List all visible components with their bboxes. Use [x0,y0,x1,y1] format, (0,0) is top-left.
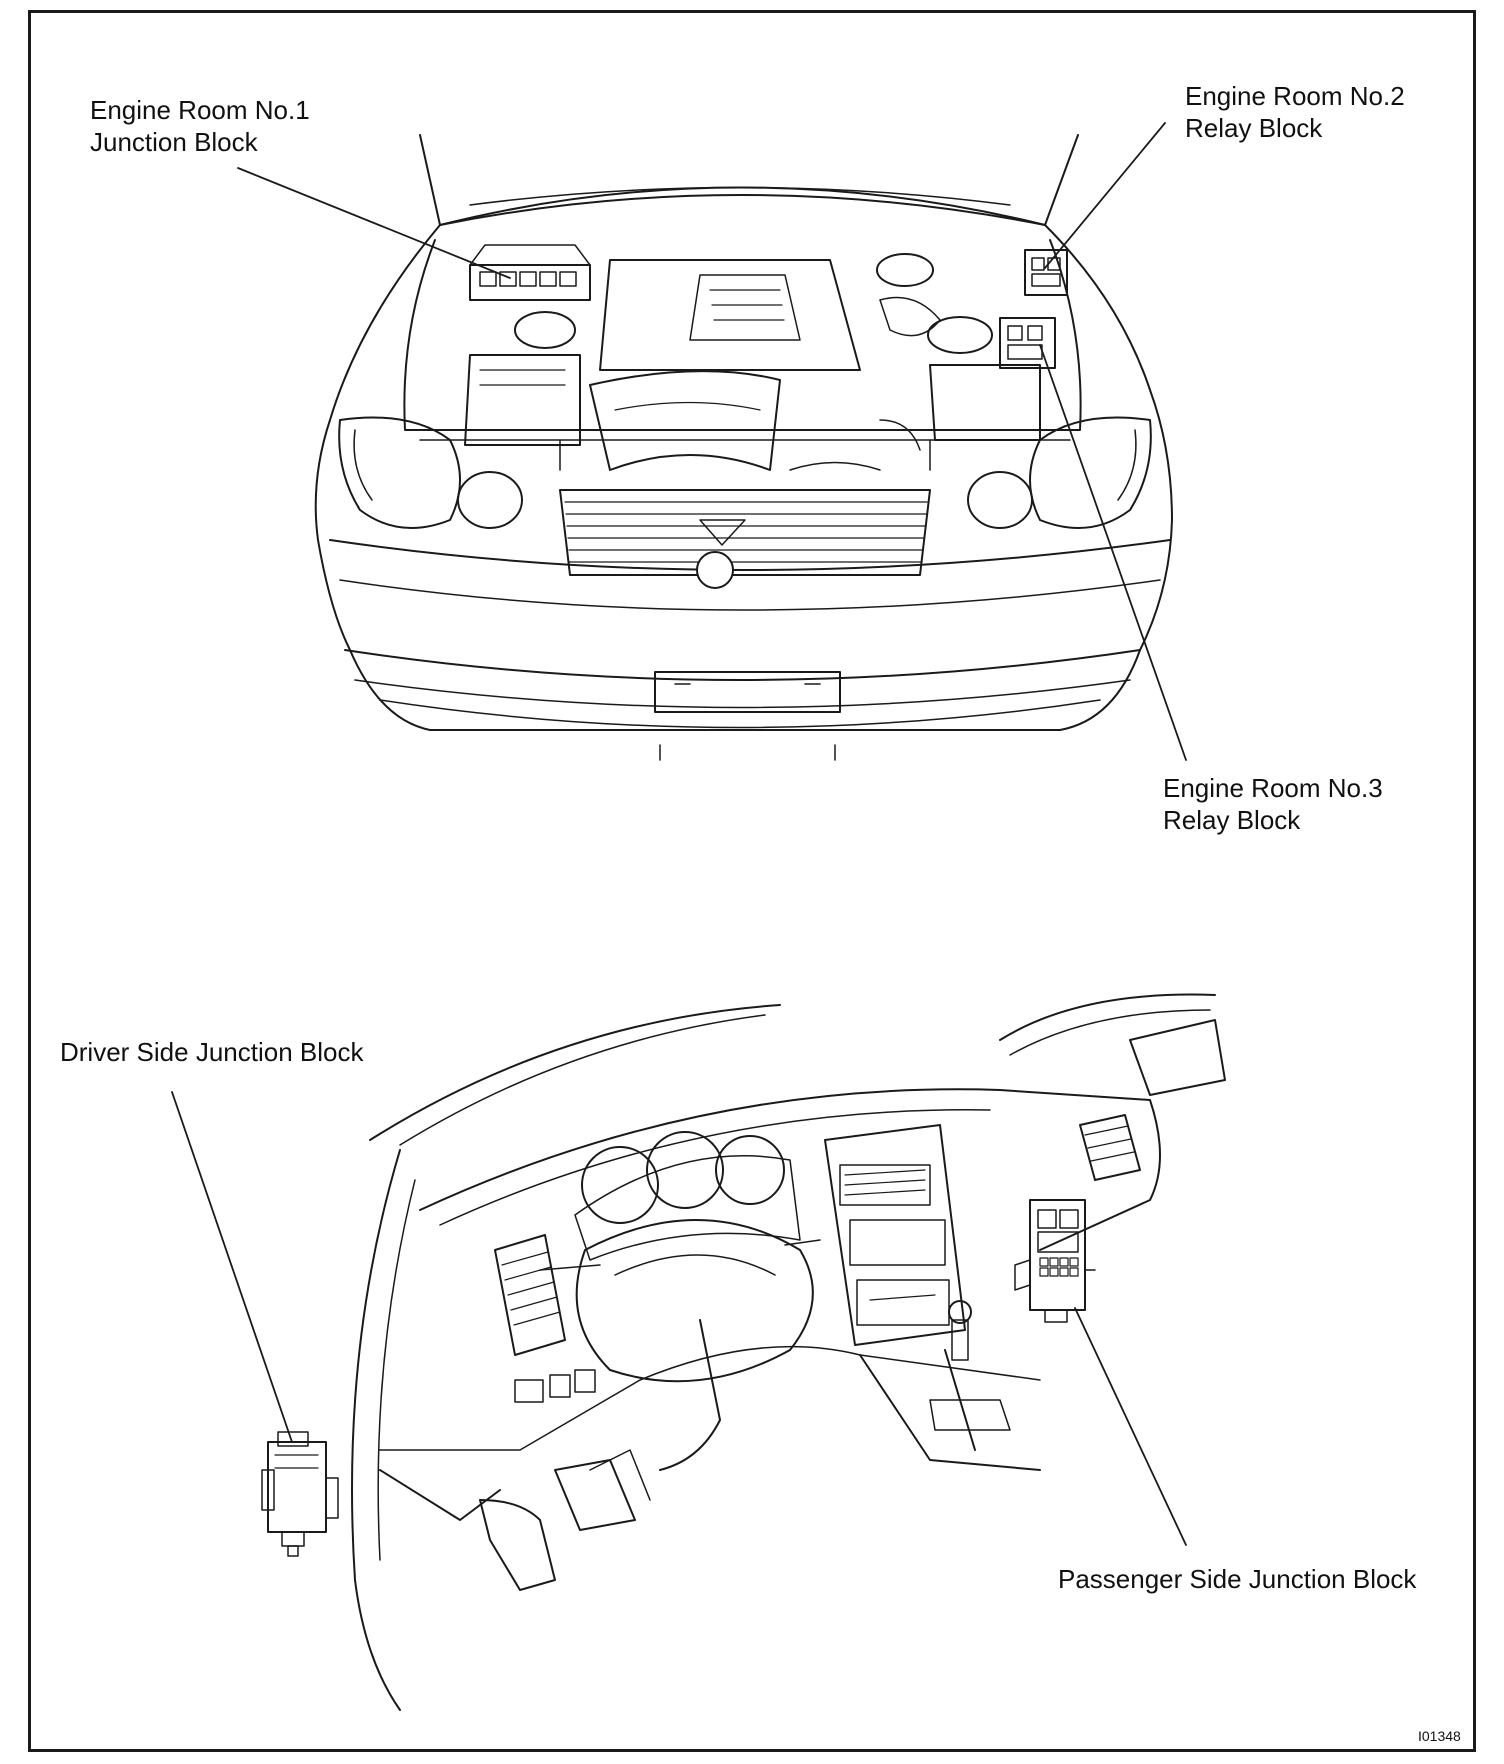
interior-dashboard-illustration [261,993,1226,1711]
label-engine-room-no3: Engine Room No.3 Relay Block [1163,772,1383,836]
leader-driver-side [171,1091,293,1443]
label-engine-room-no3-line2: Relay Block [1163,805,1301,835]
label-engine-room-no2-line2: Relay Block [1185,113,1323,143]
leader-lines [171,122,1187,1546]
label-engine-room-no1-line2: Junction Block [90,127,258,157]
leader-engine-room-no1 [237,167,511,279]
engine-bay-illustration [314,134,1173,761]
label-engine-room-no2: Engine Room No.2 Relay Block [1185,80,1405,144]
leader-engine-room-no3 [1039,344,1187,761]
label-engine-room-no3-line1: Engine Room No.3 [1163,773,1383,803]
leader-engine-room-no2 [1044,122,1166,269]
engine-room-no1-junction-block [469,244,591,301]
label-engine-room-no2-line1: Engine Room No.2 [1185,81,1405,111]
passenger-side-junction-block [1014,1199,1096,1323]
engine-room-no2-relay-block [1024,249,1068,296]
leader-passenger-side [1074,1307,1187,1546]
label-passenger-side-junction-block: Passenger Side Junction Block [1058,1564,1417,1594]
label-engine-room-no1: Engine Room No.1 Junction Block [90,94,310,158]
engine-room-no3-relay-block [999,317,1056,369]
driver-side-junction-block [261,1431,339,1557]
label-driver-side-junction-block: Driver Side Junction Block [60,1037,364,1067]
label-engine-room-no1-line1: Engine Room No.1 [90,95,310,125]
figure-id: I01348 [1418,1728,1461,1744]
diagram-frame [28,10,1476,1752]
